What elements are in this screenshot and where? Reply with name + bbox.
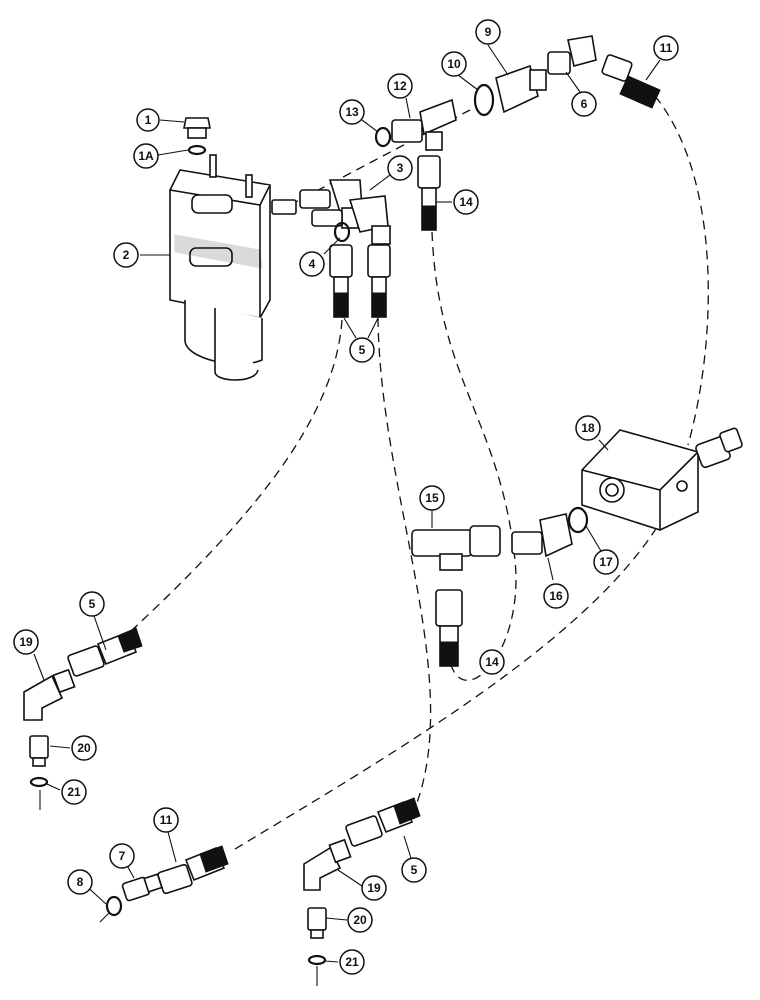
hose-end-11-upper [601,54,661,109]
svg-text:20: 20 [77,741,91,755]
callout-14-upper: 14 [453,189,479,215]
svg-text:5: 5 [411,863,418,877]
svg-text:21: 21 [67,785,81,799]
hose-assembly-upper [329,244,391,318]
svg-text:19: 19 [367,881,381,895]
leader-lines [33,44,661,986]
callout-18: 18 [575,415,601,441]
block-fittings [271,179,391,245]
svg-text:7: 7 [119,849,126,863]
svg-text:14: 14 [459,195,473,209]
callout-1a: 1A [133,143,159,169]
o-ring-17 [567,506,589,534]
o-ring-10 [473,83,495,117]
svg-text:16: 16 [549,589,563,603]
callout-20-lower: 20 [347,907,373,933]
adapter-9 [495,64,547,114]
callout-17: 17 [593,549,619,575]
svg-text:12: 12 [393,79,407,93]
svg-text:20: 20 [353,913,367,927]
callout-13: 13 [339,99,365,125]
svg-text:19: 19 [19,635,33,649]
o-ring-4 [333,221,351,243]
svg-text:3: 3 [397,161,404,175]
callout-4: 4 [299,251,325,277]
svg-text:15: 15 [425,491,439,505]
callout-20-upper: 20 [71,735,97,761]
callout-6: 6 [571,91,597,117]
relief-valve-18 [581,427,743,531]
callout-3: 3 [387,155,413,181]
callout-5-lower: 5 [401,857,427,883]
svg-text:2: 2 [123,248,130,262]
svg-text:9: 9 [485,25,492,39]
callout-12: 12 [387,73,413,99]
o-ring-1a [187,144,207,156]
hose-route-center [377,317,432,821]
callout-21-upper: 21 [61,779,87,805]
callout-9: 9 [475,19,501,45]
callout-15: 15 [419,485,445,511]
callout-16: 16 [543,583,569,609]
callout-7: 7 [109,843,135,869]
o-ring-8 [105,895,123,917]
svg-text:5: 5 [89,597,96,611]
svg-text:5: 5 [359,343,366,357]
svg-text:11: 11 [660,41,673,55]
elbow-6 [547,35,597,75]
svg-text:11: 11 [160,813,173,827]
callout-19-upper: 19 [13,629,39,655]
hose-assembly-left [67,627,143,677]
adapter-20-upper [29,735,49,767]
callout-21-lower: 21 [339,949,365,975]
callout-5-left: 5 [79,591,105,617]
svg-text:18: 18 [581,421,595,435]
svg-text:4: 4 [309,257,316,271]
elbow-19-lower [303,838,352,891]
valve-block [169,154,271,381]
tee-fitting-12 [391,98,457,151]
o-ring-13 [374,126,392,148]
callout-19-lower: 19 [361,875,387,901]
callout-10: 10 [441,51,467,77]
svg-text:10: 10 [447,57,461,71]
hose-route-lower [229,459,689,853]
plug-part [183,117,211,139]
hose-end-14-lower [435,589,463,667]
hose-route-left [129,319,343,633]
hose-route-inner [431,231,517,681]
hose-end-14-upper [417,155,441,231]
hose-route-right-upper [644,84,709,446]
hose-assembly-lower [345,797,421,847]
hose-end-11-lower [157,845,229,895]
callout-11-upper: 11 [653,35,679,61]
callout-11-lower: 11 [153,807,179,833]
callout-14-lower: 14 [479,649,505,675]
adapter-20-lower [307,907,327,939]
svg-text:13: 13 [345,105,359,119]
svg-text:8: 8 [77,875,84,889]
o-ring-21-lower [307,954,327,966]
svg-text:1A: 1A [138,149,154,163]
tee-fitting-15 [411,525,501,571]
callout-2: 2 [113,242,139,268]
svg-text:14: 14 [485,655,499,669]
svg-text:1: 1 [145,113,152,127]
svg-text:17: 17 [599,555,613,569]
adapter-7 [121,873,163,902]
elbow-19-upper [23,668,76,721]
elbow-16 [511,513,573,558]
callout-5-upper: 5 [349,337,375,363]
callout-8: 8 [67,869,93,895]
o-ring-21-upper [29,776,49,788]
svg-text:6: 6 [581,97,588,111]
callout-1: 1 [136,108,160,132]
svg-text:21: 21 [345,955,359,969]
